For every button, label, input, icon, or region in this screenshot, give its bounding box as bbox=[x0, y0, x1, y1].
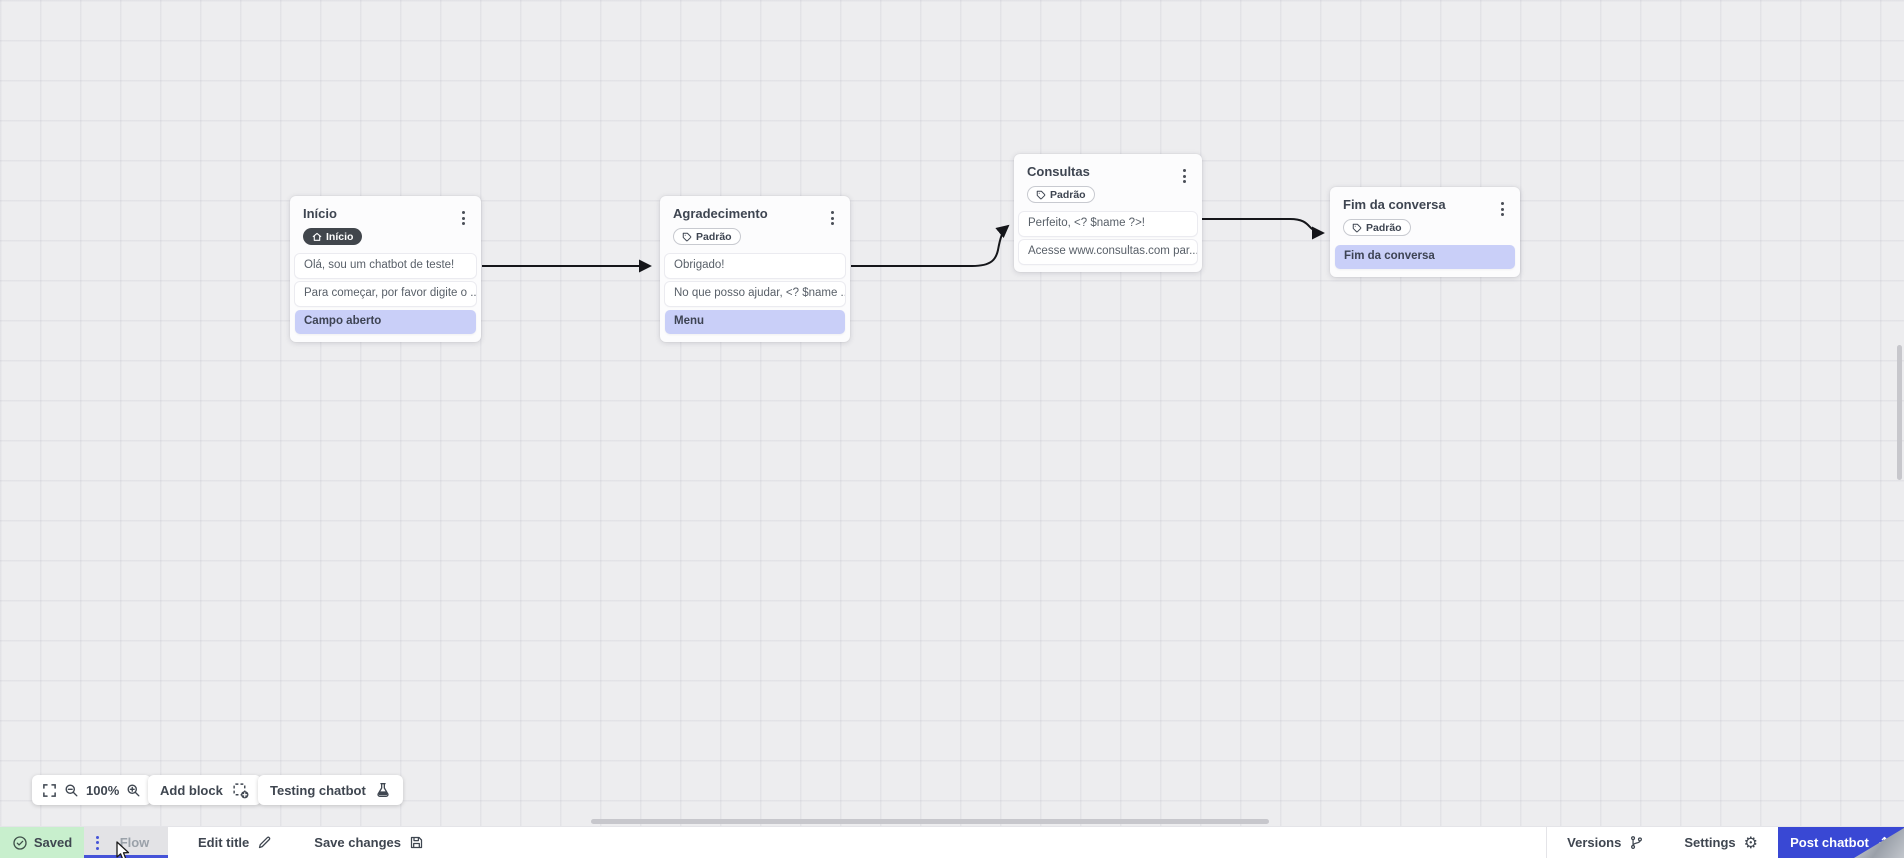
add-block-icon bbox=[232, 782, 249, 799]
flow-kebab-icon[interactable] bbox=[94, 834, 101, 852]
vertical-scrollbar[interactable] bbox=[1897, 345, 1902, 480]
zoom-toolbar: 100% bbox=[32, 775, 152, 805]
flask-icon bbox=[375, 782, 391, 798]
versions-label: Versions bbox=[1567, 835, 1622, 850]
saved-label: Saved bbox=[33, 835, 73, 850]
horizontal-scrollbar[interactable] bbox=[591, 819, 1269, 824]
kebab-menu-icon[interactable] bbox=[460, 209, 467, 227]
node-title: Fim da conversa bbox=[1343, 197, 1446, 212]
message-block[interactable]: Para começar, por favor digite o ... bbox=[295, 282, 476, 306]
settings-button[interactable]: Settings ⚙ bbox=[1664, 827, 1778, 858]
flow-tab-label: Flow bbox=[119, 835, 150, 850]
tag-icon bbox=[1036, 190, 1046, 200]
message-block[interactable]: Perfeito, <? $name ?>! bbox=[1019, 212, 1197, 236]
zoom-in-icon[interactable] bbox=[126, 783, 141, 798]
input-block[interactable]: Campo aberto bbox=[295, 310, 476, 334]
flow-canvas[interactable] bbox=[0, 0, 1904, 826]
edit-title-button[interactable]: Edit title bbox=[190, 827, 280, 858]
node-fim-da-conversa[interactable]: Fim da conversa Padrão Fim da conversa bbox=[1330, 187, 1520, 277]
check-circle-icon bbox=[12, 835, 28, 851]
saved-status: Saved bbox=[0, 827, 84, 858]
node-title: Consultas bbox=[1027, 164, 1090, 179]
tag-pill-label: Padrão bbox=[1366, 221, 1402, 234]
node-title: Agradecimento bbox=[673, 206, 768, 221]
tab-flow[interactable]: Flow bbox=[84, 827, 168, 858]
message-block[interactable]: Obrigado! bbox=[665, 254, 845, 278]
fullscreen-icon[interactable] bbox=[42, 783, 57, 798]
settings-label: Settings bbox=[1684, 835, 1736, 850]
save-changes-label: Save changes bbox=[314, 835, 401, 850]
post-chatbot-button[interactable]: Post chatbot bbox=[1778, 827, 1904, 858]
versions-button[interactable]: Versions bbox=[1547, 827, 1664, 858]
kebab-menu-icon[interactable] bbox=[1181, 167, 1188, 185]
home-icon bbox=[312, 232, 322, 242]
kebab-menu-icon[interactable] bbox=[829, 209, 836, 227]
status-bar: Saved Flow Edit title Save changes Versi… bbox=[0, 826, 1904, 858]
statusbar-divider bbox=[1546, 827, 1548, 858]
end-block[interactable]: Fim da conversa bbox=[1335, 245, 1515, 269]
testing-chatbot-label: Testing chatbot bbox=[270, 782, 366, 798]
edit-title-label: Edit title bbox=[198, 835, 250, 850]
pencil-icon bbox=[257, 835, 272, 850]
save-icon bbox=[409, 835, 424, 850]
node-inicio[interactable]: Início Início Olá, sou um chatbot de tes… bbox=[290, 196, 481, 342]
node-title: Início bbox=[303, 206, 337, 221]
gear-icon: ⚙ bbox=[1743, 832, 1758, 852]
kebab-menu-icon[interactable] bbox=[1499, 200, 1506, 218]
git-branch-icon bbox=[1629, 835, 1644, 850]
tag-pill: Padrão bbox=[1027, 186, 1095, 203]
add-block-label: Add block bbox=[160, 782, 223, 798]
save-changes-button[interactable]: Save changes bbox=[306, 827, 432, 858]
zoom-level: 100% bbox=[86, 782, 120, 798]
message-block[interactable]: No que posso ajudar, <? $name ... bbox=[665, 282, 845, 306]
tag-pill: Padrão bbox=[673, 228, 741, 245]
add-block-button[interactable]: Add block bbox=[148, 775, 261, 805]
tag-icon bbox=[682, 232, 692, 242]
statusbar-spacer bbox=[432, 827, 1546, 858]
tag-pill-label: Padrão bbox=[1050, 188, 1086, 201]
message-block[interactable]: Olá, sou um chatbot de teste! bbox=[295, 254, 476, 278]
start-badge: Início bbox=[303, 228, 363, 245]
tag-pill: Padrão bbox=[1343, 219, 1411, 236]
testing-chatbot-button[interactable]: Testing chatbot bbox=[258, 775, 403, 805]
menu-block[interactable]: Menu bbox=[665, 310, 845, 334]
message-block[interactable]: Acesse www.consultas.com par... bbox=[1019, 240, 1197, 264]
post-chatbot-label: Post chatbot bbox=[1790, 835, 1869, 850]
tag-icon bbox=[1352, 223, 1362, 233]
start-badge-label: Início bbox=[326, 230, 354, 243]
zoom-out-icon[interactable] bbox=[64, 783, 79, 798]
tag-pill-label: Padrão bbox=[696, 230, 732, 243]
node-consultas[interactable]: Consultas Padrão Perfeito, <? $name ?>! … bbox=[1014, 154, 1202, 272]
node-agradecimento[interactable]: Agradecimento Padrão Obrigado! No que po… bbox=[660, 196, 850, 342]
